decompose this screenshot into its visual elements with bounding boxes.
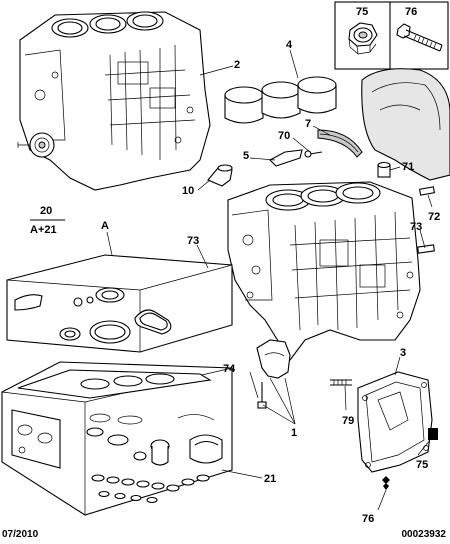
stud-79-icon [330,379,352,386]
label-5: 5 [243,150,249,162]
piston-oil-jet [207,164,233,187]
dowel-71-icon [377,161,391,178]
engine-block-main [227,181,421,361]
oil-pump-bracket [317,129,363,158]
label-a-plus-21: A+21 [30,224,57,236]
label-71: 71 [402,161,414,173]
label-79: 79 [342,415,354,427]
plug-75-icon [428,428,438,440]
gearbox-housing [361,68,450,181]
fastener-inset-box [334,1,449,70]
label-76-inset: 76 [405,6,417,18]
crank-gear-icon [17,132,55,158]
label-74: 74 [223,363,236,375]
bearing-cap-bolt-icon [257,382,267,409]
bearing-cap [256,339,291,379]
label-2: 2 [234,59,240,71]
footer-reference-number: 00023932 [401,529,447,540]
label-76: 76 [362,513,374,525]
label-72: 72 [428,211,440,223]
label-7: 7 [305,118,311,130]
label-73-right: 73 [410,221,422,233]
label-75: 75 [416,459,428,471]
label-4: 4 [286,39,293,51]
gasket-kit-box [6,254,233,353]
label-1: 1 [291,427,297,439]
cylinder-liners [224,76,337,124]
reference-labels: 75 76 2 4 7 70 5 71 10 72 20 A+21 A 73 7… [30,6,440,525]
rear-cover-plate [357,371,433,473]
nut-icon [348,22,378,55]
gasket-set-box [1,361,233,516]
label-75-inset: 75 [356,6,368,18]
screw-70-icon [304,150,323,158]
pin-72-icon [418,186,436,196]
leader-lines [106,49,433,511]
footer-date: 07/2010 [2,529,39,540]
engine-block-upper [17,11,211,191]
screw-76-icon [382,476,390,490]
clip-part [269,149,303,167]
label-20: 20 [40,205,52,217]
bolt-icon [396,23,443,52]
pin-73-right-icon [417,244,435,254]
label-21: 21 [264,473,276,485]
label-3: 3 [400,347,406,359]
label-10: 10 [182,185,194,197]
label-70: 70 [278,130,290,142]
label-73-left: 73 [187,235,199,247]
label-a: A [101,220,109,232]
